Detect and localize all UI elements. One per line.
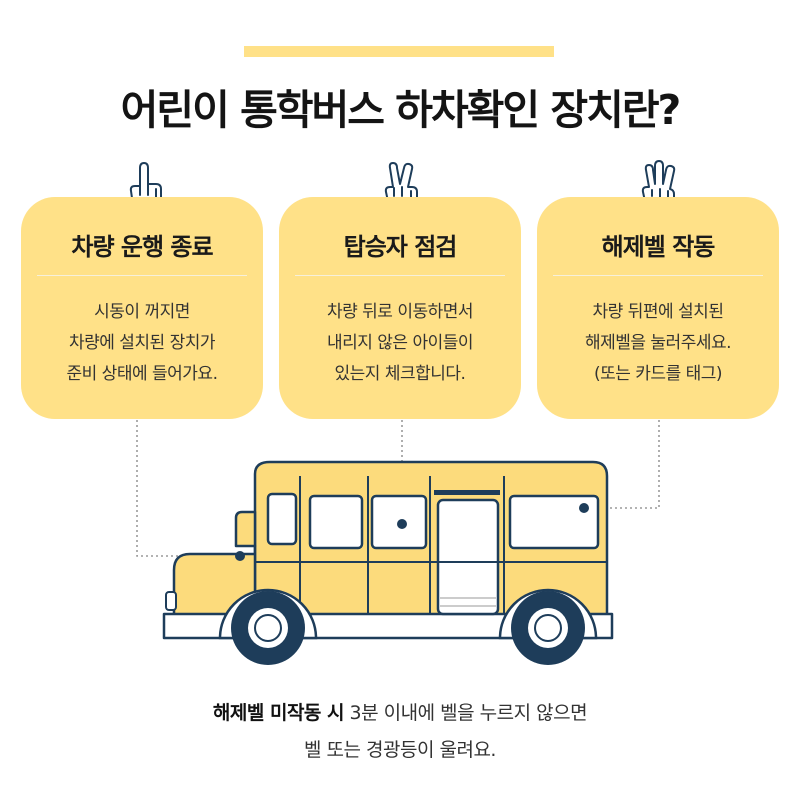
- card-line: 차량 뒤편에 설치된: [592, 302, 724, 322]
- step-card-2: 탑승자 점검 차량 뒤로 이동하면서 내리지 않은 아이들이 있는지 체크합니다…: [279, 197, 521, 419]
- card-divider: [37, 275, 247, 276]
- card-line: 준비 상태에 들어가요.: [66, 364, 218, 384]
- card-divider: [295, 275, 505, 276]
- footer-bold-text: 해제벨 미작동 시: [212, 702, 345, 724]
- card-line: (또는 카드를 태그): [593, 364, 723, 384]
- marker-dot-release-bell: [579, 503, 589, 513]
- bus-wheels: [231, 591, 585, 665]
- marker-dot-ignition: [235, 551, 245, 561]
- footer-text: 3분 이내에 벨을 누르지 않으면: [344, 702, 588, 724]
- card-line: 있는지 체크합니다.: [334, 364, 466, 384]
- step-card-text: 차량 뒤로 이동하면서 내리지 않은 아이들이 있는지 체크합니다.: [279, 297, 521, 390]
- step-card-text: 시동이 꺼지면 차량에 설치된 장치가 준비 상태에 들어가요.: [21, 297, 263, 390]
- footer-line-1: 해제벨 미작동 시 3분 이내에 벨을 누르지 않으면: [0, 698, 800, 725]
- step-card-text: 차량 뒤편에 설치된 해제벨을 눌러주세요. (또는 카드를 태그): [537, 297, 779, 390]
- card-line: 내리지 않은 아이들이: [326, 333, 474, 353]
- card-line: 차량에 설치된 장치가: [68, 333, 216, 353]
- marker-dot-inspection: [397, 519, 407, 529]
- page-title: 어린이 통학버스 하차확인 장치란?: [120, 86, 682, 134]
- title-accent-bar: [244, 46, 554, 57]
- step-card-title: 탑승자 점검: [343, 233, 458, 261]
- step-card-title: 차량 운행 종료: [71, 233, 213, 261]
- footer-line-2: 벨 또는 경광등이 울려요.: [304, 739, 496, 761]
- card-line: 차량 뒤로 이동하면서: [326, 302, 474, 322]
- step-card-3: 해제벨 작동 차량 뒤편에 설치된 해제벨을 눌러주세요. (또는 카드를 태그…: [537, 197, 779, 419]
- card-divider: [553, 275, 763, 276]
- card-line: 해제벨을 눌러주세요.: [584, 333, 732, 353]
- step-card-title: 해제벨 작동: [601, 233, 716, 261]
- step-card-1: 차량 운행 종료 시동이 꺼지면 차량에 설치된 장치가 준비 상태에 들어가요…: [21, 197, 263, 419]
- card-line: 시동이 꺼지면: [94, 302, 190, 322]
